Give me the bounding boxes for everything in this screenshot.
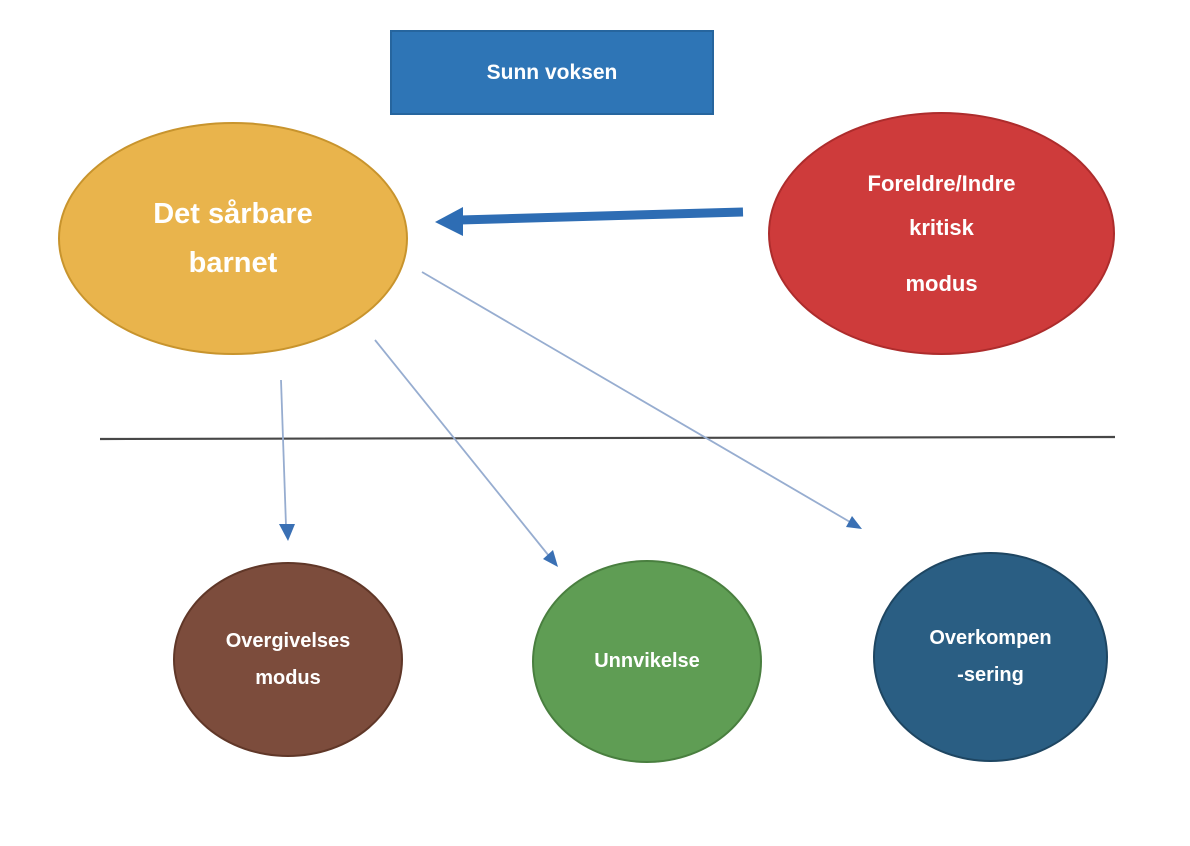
arrow-sarbare-to-overgivelses-head [279,524,295,541]
arrow-foreldre-to-sarbare-head [435,207,463,236]
node-overkompensering-line1: Overkompen [929,627,1052,649]
node-overgivelses-line1: Overgivelses [225,629,351,652]
node-det-sarbare-barnet: Det sårbare barnet [58,122,408,355]
node-foreldre-line3: modus [905,270,978,296]
node-overkompensering: Overkompen -sering [873,552,1108,762]
node-overgivelses-modus: Overgivelses modus [173,562,403,757]
node-det-sarbare-barnet-line2: barnet [188,246,278,279]
node-unnvikelse: Unnvikelse [532,560,762,763]
arrow-foreldre-to-sarbare [435,207,744,236]
arrow-sarbare-to-overgivelses-shaft [280,379,287,527]
node-sunn-voksen: Sunn voksen [390,30,714,115]
divider-line [99,435,1116,441]
node-det-sarbare-barnet-line1: Det sårbare [153,197,313,230]
node-sunn-voksen-label: Sunn voksen [486,60,618,84]
arrow-sarbare-to-unnvikelse-shaft [374,339,550,557]
arrow-sarbare-to-overkompensering-head [846,516,862,529]
arrow-sarbare-to-overkompensering [421,271,862,529]
node-foreldre-line2: kritisk [909,214,974,240]
node-foreldre-line1: Foreldre/Indre [867,170,1016,196]
node-foreldre-indre-kritisk-modus: Foreldre/Indre kritisk modus [768,112,1115,355]
node-overkompensering-line2: -sering [957,664,1024,686]
arrow-sarbare-to-overkompensering-shaft [421,271,851,523]
arrow-sarbare-to-overgivelses [279,379,295,541]
arrow-sarbare-to-unnvikelse [374,339,558,567]
arrow-sarbare-to-unnvikelse-head [543,550,558,567]
node-overgivelses-line2: modus [255,666,321,689]
arrow-foreldre-to-sarbare-shaft [459,207,744,225]
node-unnvikelse-label: Unnvikelse [594,650,700,672]
